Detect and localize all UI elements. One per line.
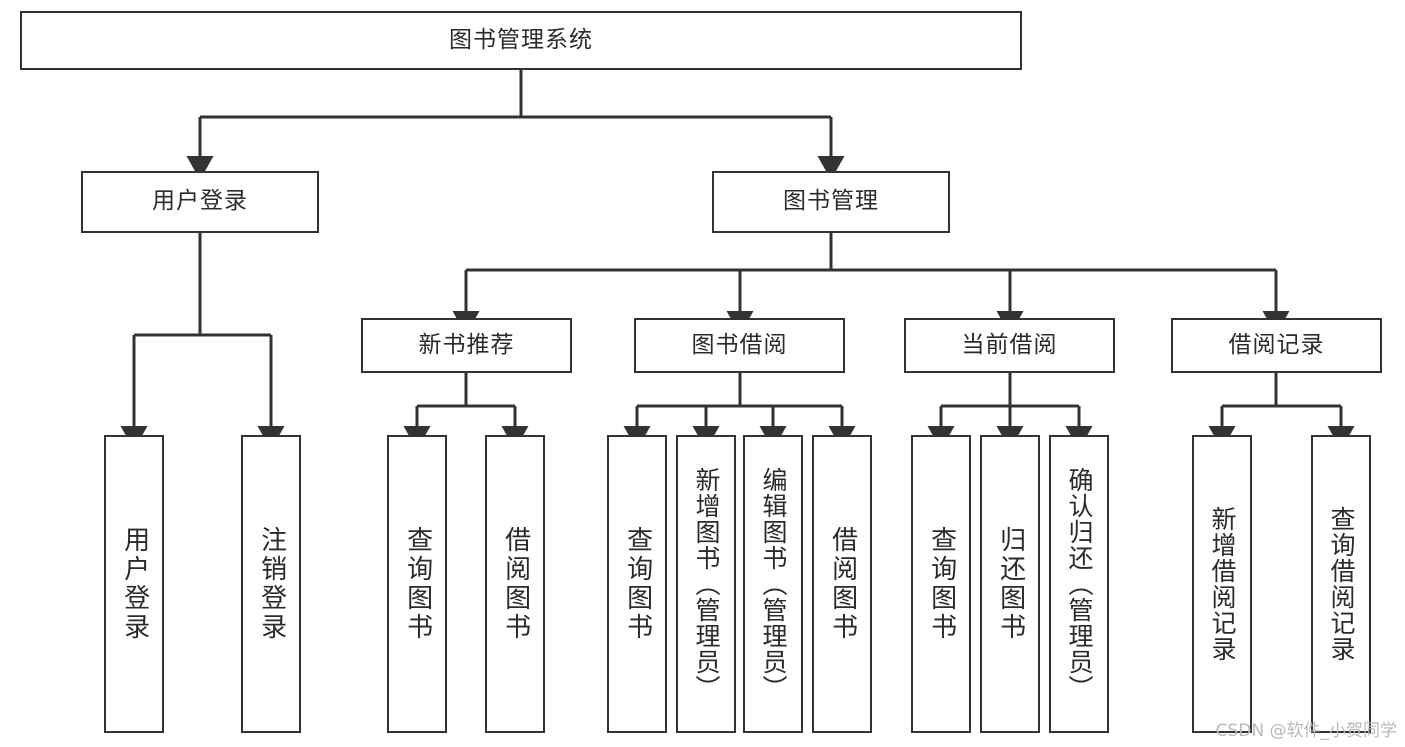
node-book-borrow[interactable]: 图书借阅 (634, 318, 845, 373)
node-root[interactable]: 图书管理系统 (20, 11, 1022, 70)
node-leaf-query-book-2[interactable]: 查询图书 (607, 435, 667, 733)
node-current-borrow[interactable]: 当前借阅 (904, 318, 1115, 373)
node-leaf-query-book-3[interactable]: 查询图书 (911, 435, 971, 733)
node-leaf-logout-label: 注销登录 (256, 526, 287, 642)
node-leaf-user-login[interactable]: 用户登录 (104, 435, 164, 733)
node-leaf-logout[interactable]: 注销登录 (241, 435, 301, 733)
node-leaf-add-book-label: 新增图书（管理员） (692, 467, 721, 701)
node-leaf-add-record[interactable]: 新增借阅记录 (1192, 435, 1252, 733)
node-leaf-query-book-1[interactable]: 查询图书 (387, 435, 447, 733)
node-leaf-query-book-3-label: 查询图书 (926, 526, 957, 642)
node-root-label: 图书管理系统 (449, 26, 593, 53)
node-leaf-edit-book[interactable]: 编辑图书（管理员） (743, 435, 803, 733)
node-leaf-user-login-label: 用户登录 (119, 526, 150, 642)
node-book-management-label: 图书管理 (783, 188, 879, 215)
node-borrow-records[interactable]: 借阅记录 (1171, 318, 1382, 373)
node-user-login[interactable]: 用户登录 (81, 171, 319, 233)
node-leaf-add-record-label: 新增借阅记录 (1208, 506, 1237, 662)
node-user-login-label: 用户登录 (152, 188, 248, 215)
node-borrow-records-label: 借阅记录 (1228, 331, 1325, 358)
node-leaf-query-record[interactable]: 查询借阅记录 (1311, 435, 1371, 733)
node-leaf-query-record-label: 查询借阅记录 (1327, 506, 1356, 662)
node-leaf-add-book[interactable]: 新增图书（管理员） (676, 435, 736, 733)
node-leaf-borrow-book-2[interactable]: 借阅图书 (812, 435, 872, 733)
node-leaf-borrow-book-1[interactable]: 借阅图书 (485, 435, 545, 733)
watermark-text: CSDN @软件_小贺同学 (1215, 721, 1397, 741)
node-leaf-query-book-1-label: 查询图书 (402, 526, 433, 642)
node-leaf-borrow-book-1-label: 借阅图书 (500, 526, 531, 642)
node-leaf-return-book[interactable]: 归还图书 (980, 435, 1040, 733)
node-leaf-return-book-label: 归还图书 (995, 526, 1026, 642)
node-leaf-edit-book-label: 编辑图书（管理员） (759, 467, 788, 701)
node-new-book-recommend-label: 新书推荐 (418, 331, 515, 358)
node-book-management[interactable]: 图书管理 (712, 171, 950, 233)
node-leaf-borrow-book-2-label: 借阅图书 (827, 526, 858, 642)
node-leaf-confirm-return[interactable]: 确认归还（管理员） (1049, 435, 1109, 733)
node-leaf-query-book-2-label: 查询图书 (622, 526, 653, 642)
node-book-borrow-label: 图书借阅 (691, 331, 788, 358)
node-new-book-recommend[interactable]: 新书推荐 (361, 318, 572, 373)
node-leaf-confirm-return-label: 确认归还（管理员） (1065, 467, 1094, 701)
node-current-borrow-label: 当前借阅 (961, 331, 1058, 358)
